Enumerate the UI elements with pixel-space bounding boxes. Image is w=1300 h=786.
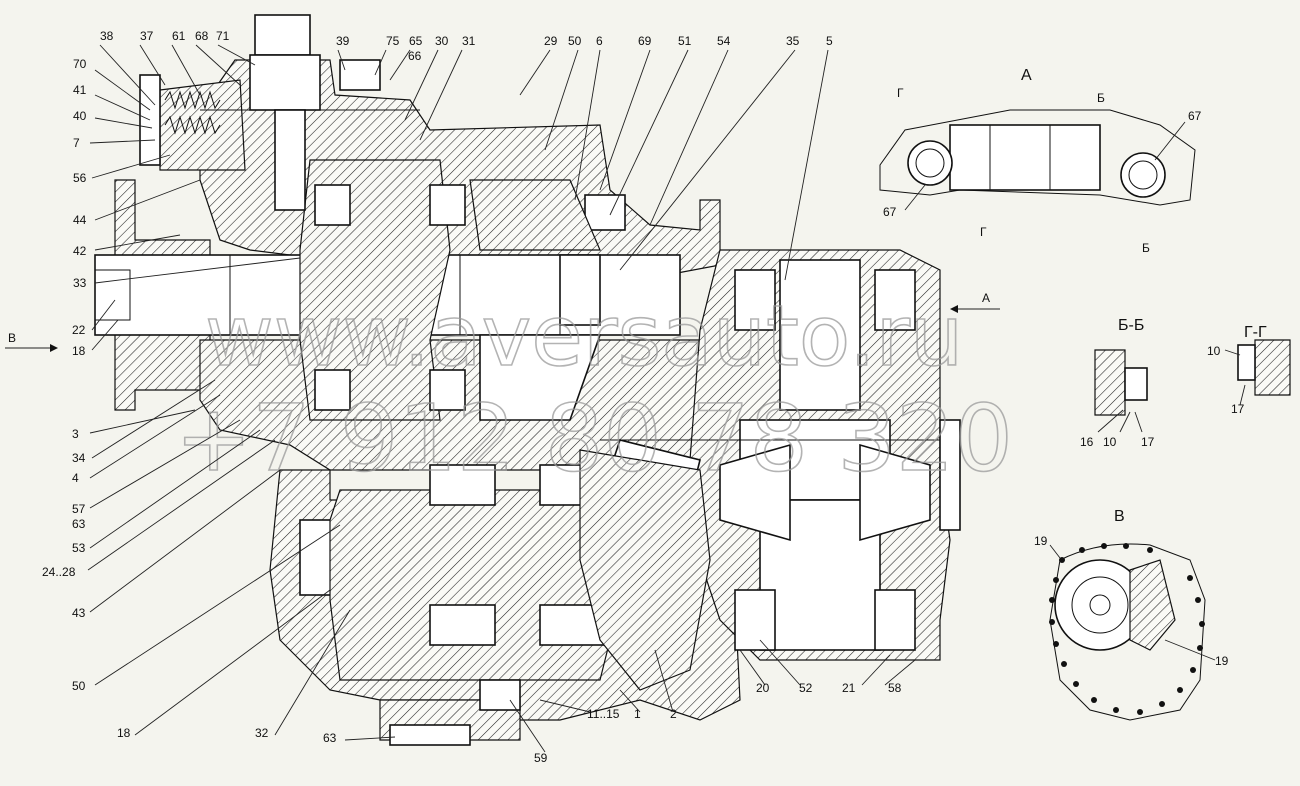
section-mark: Г (897, 86, 904, 100)
callout: 17 (1141, 435, 1155, 449)
callout: 22 (72, 323, 86, 337)
view-title-V: В (1114, 508, 1125, 525)
callout: 37 (140, 29, 154, 43)
callout: 50 (568, 34, 582, 48)
view-arrows: B A (5, 291, 1000, 352)
callout: 63 (72, 517, 86, 531)
callout: 6 (596, 34, 603, 48)
callout: 69 (638, 34, 652, 48)
callout: 31 (462, 34, 476, 48)
callout: 51 (678, 34, 692, 48)
callout: 67 (883, 205, 897, 219)
callout: 11..15 (587, 707, 620, 721)
callout: 18 (72, 344, 86, 358)
callout: 71 (216, 29, 230, 43)
callout: 38 (100, 29, 114, 43)
view-title-GG: Г-Г (1244, 324, 1267, 341)
main-housing (94, 14, 961, 746)
callout: 67 (1188, 109, 1202, 123)
callout: 44 (73, 213, 87, 227)
callout: 43 (72, 606, 86, 620)
callout: 66 (408, 49, 422, 63)
watermark-phone: +7 912 80 78 320 (175, 385, 1013, 492)
callout: 30 (435, 34, 449, 48)
view-title-BB: Б-Б (1118, 317, 1144, 334)
callout: 21 (842, 681, 856, 695)
callout: 29 (544, 34, 558, 48)
callout: 39 (336, 34, 350, 48)
callout: 10 (1207, 344, 1221, 358)
section-mark: Б (1142, 241, 1150, 255)
section-mark: Б (1097, 91, 1105, 105)
callout: 3 (72, 427, 79, 441)
callout-group: 38 37 61 68 71 39 75 65 66 30 31 29 50 6… (42, 29, 916, 765)
callout: 41 (73, 83, 87, 97)
callout: 17 (1231, 402, 1245, 416)
callout: 56 (73, 171, 87, 185)
callout: 20 (756, 681, 770, 695)
detail-view-A: A Г Б Г Б 67 67 (879, 67, 1202, 255)
callout: 18 (117, 726, 131, 740)
callout: 33 (73, 276, 87, 290)
callout: 24..28 (42, 565, 76, 579)
view-title-A: A (1021, 67, 1032, 84)
arrow-label-right: A (982, 291, 990, 305)
callout: 7 (73, 136, 80, 150)
callout: 63 (323, 731, 337, 745)
callout: 70 (73, 57, 87, 71)
callout: 52 (799, 681, 813, 695)
watermark: www.aversauto.ru +7 912 80 78 320 (174, 286, 1014, 493)
detail-view-GG: Г-Г 10 17 (1207, 324, 1291, 416)
callout: 4 (72, 471, 79, 485)
arrow-label-left: B (8, 331, 16, 345)
callout: 68 (195, 29, 209, 43)
callout: 53 (72, 541, 86, 555)
callout: 5 (826, 34, 833, 48)
section-mark: Г (980, 225, 987, 239)
callout: 35 (786, 34, 800, 48)
callout: 10 (1103, 435, 1117, 449)
callout: 2 (670, 707, 677, 721)
callout: 34 (72, 451, 86, 465)
callout: 54 (717, 34, 731, 48)
callout: 58 (888, 681, 902, 695)
callout: 59 (534, 751, 548, 765)
detail-view-V: В 19 19 (1034, 508, 1229, 721)
callout: 40 (73, 109, 87, 123)
callout: 1 (634, 707, 641, 721)
callout: 65 (409, 34, 423, 48)
watermark-site: www.aversauto.ru (205, 287, 963, 385)
detail-view-BB: Б-Б 16 10 17 (1080, 317, 1155, 449)
callout: 57 (72, 502, 86, 516)
callout: 61 (172, 29, 186, 43)
callout: 19 (1034, 534, 1048, 548)
callout: 19 (1215, 654, 1229, 668)
callout: 42 (73, 244, 87, 258)
callout: 75 (386, 34, 400, 48)
callout: 16 (1080, 435, 1094, 449)
callout: 32 (255, 726, 269, 740)
callout: 50 (72, 679, 86, 693)
